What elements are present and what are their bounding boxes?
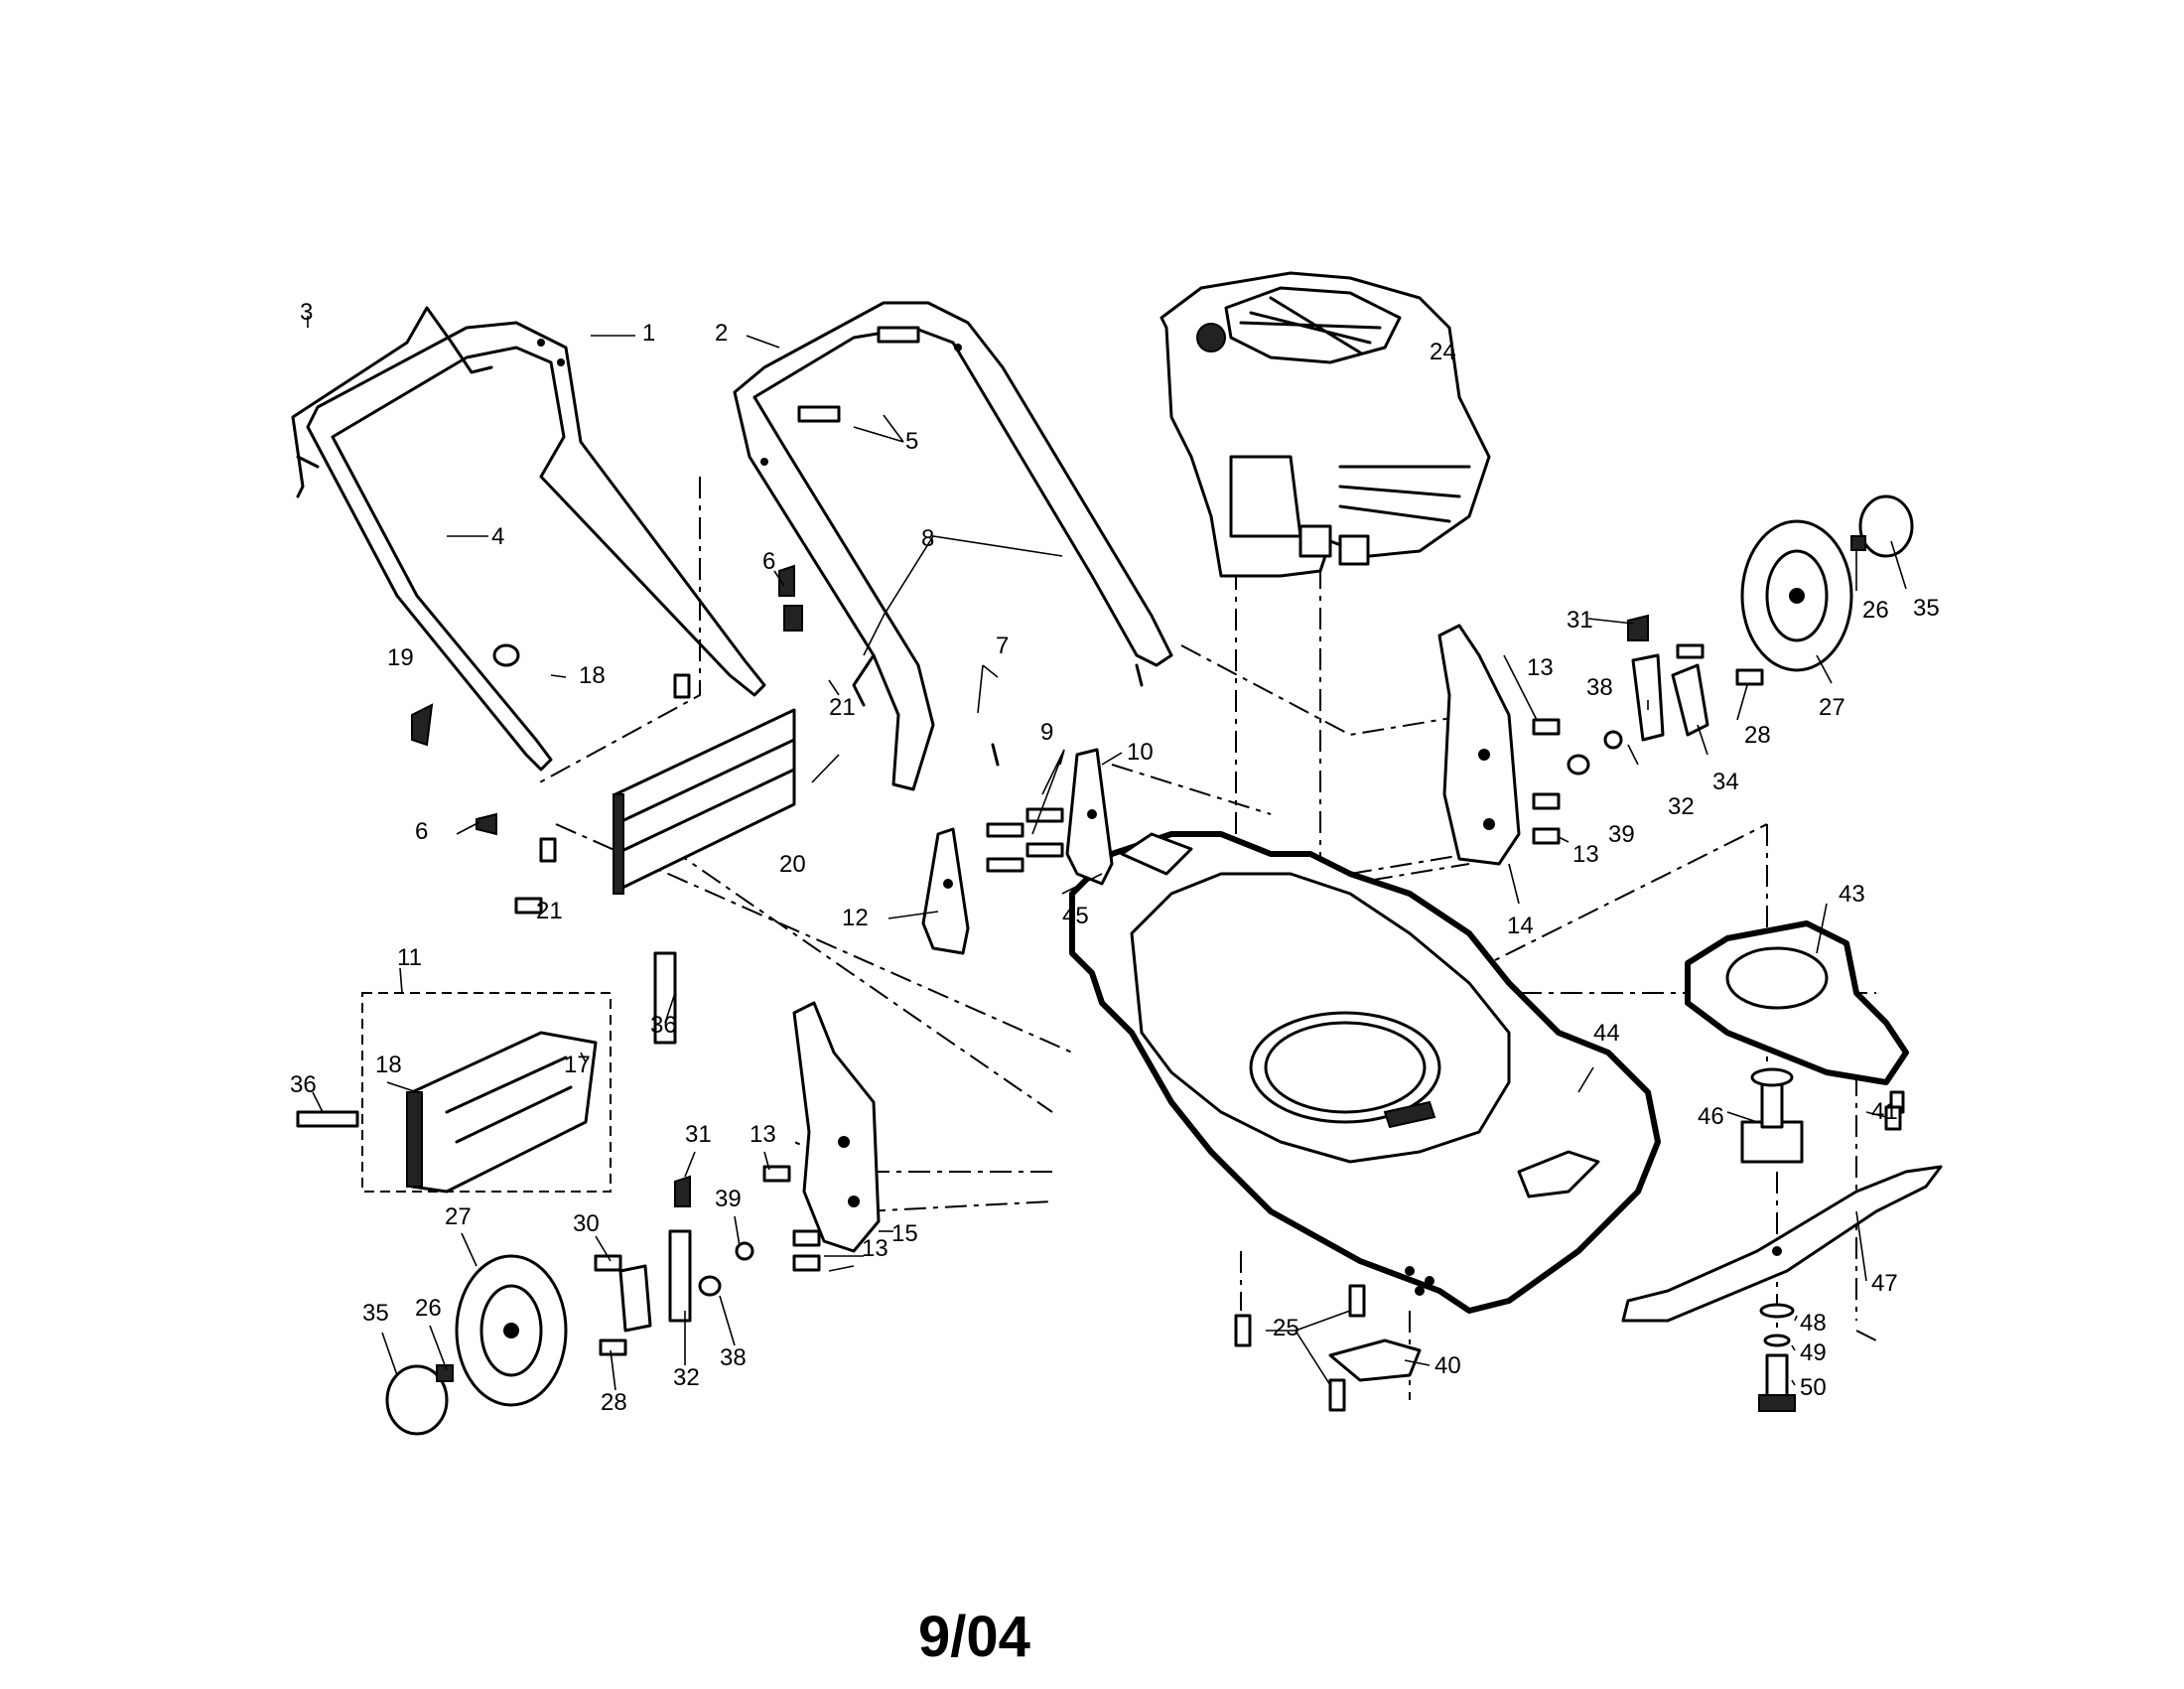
callout-32-right: 32 bbox=[1668, 793, 1695, 820]
callout-43: 43 bbox=[1839, 881, 1865, 908]
rear-guard bbox=[613, 708, 796, 895]
callout-45: 45 bbox=[1062, 903, 1089, 929]
engine bbox=[1160, 271, 1491, 578]
operator-bail bbox=[291, 306, 493, 498]
callout-35-left: 35 bbox=[362, 1300, 389, 1327]
callout-46: 46 bbox=[1698, 1103, 1724, 1130]
callout-50: 50 bbox=[1800, 1374, 1827, 1401]
callout-49: 49 bbox=[1800, 1339, 1827, 1366]
callout-7: 7 bbox=[996, 633, 1009, 659]
upper-handle bbox=[306, 321, 766, 772]
callout-8: 8 bbox=[921, 525, 934, 552]
callout-38-left: 38 bbox=[720, 1344, 747, 1371]
callout-16: 17 bbox=[564, 1052, 591, 1078]
callout-10: 9 bbox=[1040, 719, 1053, 746]
callout-41: 41 bbox=[1871, 1098, 1898, 1125]
callout-26-left: 26 bbox=[415, 1295, 442, 1322]
callout-4: 4 bbox=[491, 523, 504, 550]
callout-12: 12 bbox=[842, 905, 869, 931]
callout-34: 34 bbox=[1712, 769, 1739, 795]
small-parts bbox=[1120, 832, 1905, 1412]
callout-38-right: 38 bbox=[1586, 674, 1613, 701]
callout-30: 30 bbox=[573, 1210, 600, 1237]
callout-48: 48 bbox=[1800, 1310, 1827, 1337]
callout-15: 15 bbox=[891, 1220, 918, 1247]
callout-28-left: 28 bbox=[601, 1389, 627, 1416]
leader-lines bbox=[307, 316, 1907, 1391]
revision-date: 9/04 bbox=[918, 1605, 1030, 1669]
left-wheel bbox=[385, 1254, 568, 1436]
blade-baffle bbox=[1685, 920, 1909, 1085]
callout-18: 18 bbox=[579, 662, 606, 689]
callout-6-upper: 6 bbox=[762, 548, 775, 575]
callout-9: 11 bbox=[397, 944, 422, 971]
mower-deck bbox=[1069, 831, 1661, 1314]
callout-35-right: 35 bbox=[1913, 595, 1940, 622]
height-adjuster-left bbox=[792, 1001, 881, 1253]
callout-3: 3 bbox=[300, 299, 313, 326]
callout-21-lower: 21 bbox=[536, 898, 563, 924]
callout-39-right: 39 bbox=[1608, 821, 1635, 848]
callout-31-right: 31 bbox=[1567, 607, 1593, 633]
callout-1: 1 bbox=[642, 320, 655, 347]
callout-11: 10 bbox=[1127, 739, 1154, 766]
callout-20: 20 bbox=[779, 851, 806, 878]
callout-31-left: 31 bbox=[685, 1121, 712, 1148]
callout-13-left-a: 13 bbox=[750, 1121, 776, 1148]
callout-19: 19 bbox=[387, 644, 414, 671]
callout-13-left-b: 13 bbox=[862, 1235, 888, 1262]
callout-26-right: 26 bbox=[1862, 597, 1889, 624]
callout-21-upper: 21 bbox=[829, 694, 856, 721]
callout-5: 5 bbox=[905, 428, 918, 455]
callout-36-lower: 36 bbox=[290, 1071, 317, 1098]
callout-40: 40 bbox=[1434, 1352, 1461, 1379]
callout-13-right-a: 13 bbox=[1527, 654, 1554, 681]
height-adjuster-right bbox=[1437, 624, 1521, 866]
callout-39-left: 39 bbox=[715, 1186, 742, 1212]
callout-27-right: 27 bbox=[1819, 694, 1845, 721]
callout-14: 14 bbox=[1507, 913, 1534, 939]
rear-door-assembly bbox=[361, 992, 612, 1194]
callout-13-right-b: 13 bbox=[1572, 841, 1599, 868]
callout-44: 44 bbox=[1593, 1020, 1620, 1047]
callout-32-left: 32 bbox=[673, 1364, 700, 1391]
mower-blade bbox=[1621, 1165, 1943, 1323]
callout-27-left: 27 bbox=[445, 1203, 472, 1230]
hardware bbox=[296, 326, 1902, 1356]
callout-25: 25 bbox=[1273, 1315, 1299, 1341]
callout-labels: 3 1 2 5 4 6 8 18 19 7 21 9 10 6 20 21 12… bbox=[290, 299, 1940, 1416]
blade-fasteners bbox=[1758, 1303, 1796, 1412]
mounting-plates bbox=[921, 748, 1114, 955]
callout-47: 47 bbox=[1871, 1270, 1898, 1297]
callout-17: 18 bbox=[375, 1052, 402, 1078]
blade-adapter bbox=[1740, 1067, 1804, 1164]
callout-2: 2 bbox=[715, 320, 728, 347]
callout-6-lower: 6 bbox=[415, 818, 428, 845]
right-wheel bbox=[1740, 494, 1914, 672]
callout-28-right: 28 bbox=[1744, 722, 1771, 749]
lower-handle bbox=[733, 301, 1173, 791]
callout-24: 24 bbox=[1430, 339, 1456, 365]
callout-36-upper: 36 bbox=[650, 1012, 677, 1039]
